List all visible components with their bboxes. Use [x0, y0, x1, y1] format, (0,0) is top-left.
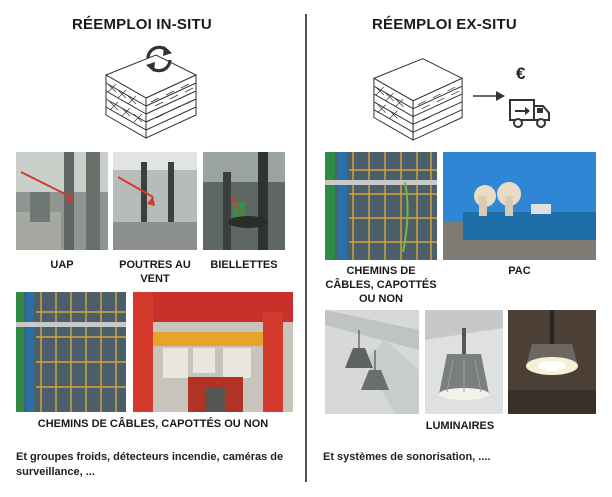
left-footer: Et groupes froids, détecteurs incendie, …	[16, 451, 284, 478]
label-pac: PAC	[508, 265, 531, 277]
right-title: RÉEMPLOI EX-SITU	[372, 16, 517, 33]
label-chemins-de-cables-right: CHEMINS DE CÂBLES, CAPOTTÉS OU NON	[325, 265, 437, 305]
label-biellettes: BIELLETTES	[210, 259, 278, 271]
building-isometric-icon	[364, 44, 472, 142]
photo-luminaire-2	[425, 310, 503, 414]
photo-chemins-de-cables-left	[16, 292, 126, 412]
euro-sign: €	[516, 64, 526, 83]
label-poutres-au-vent: POUTRES AU VENT	[119, 259, 191, 285]
label-luminaires: LUMINAIRES	[425, 420, 495, 432]
photo-chemins-de-cables-right	[325, 152, 437, 260]
column-divider	[305, 14, 307, 482]
photo-biellettes	[203, 152, 285, 250]
refresh-cycle-icon	[142, 42, 176, 76]
photo-chemins-de-cables-capottes	[133, 292, 293, 412]
photo-poutres-au-vent	[113, 152, 197, 250]
label-uap: UAP	[50, 259, 74, 271]
building-isometric-icon	[96, 40, 206, 140]
photo-luminaire-3	[508, 310, 596, 414]
right-footer: Et systèmes de sonorisation, ....	[323, 451, 491, 463]
arrow-right-icon	[472, 89, 506, 103]
label-chemins-de-cables-left: CHEMINS DE CÂBLES, CAPOTTÉS OU NON	[37, 418, 269, 430]
photo-luminaire-1	[325, 310, 419, 414]
photo-pac	[443, 152, 596, 260]
photo-uap	[16, 152, 108, 250]
delivery-truck-icon	[508, 96, 552, 130]
left-title: RÉEMPLOI IN-SITU	[72, 16, 212, 33]
